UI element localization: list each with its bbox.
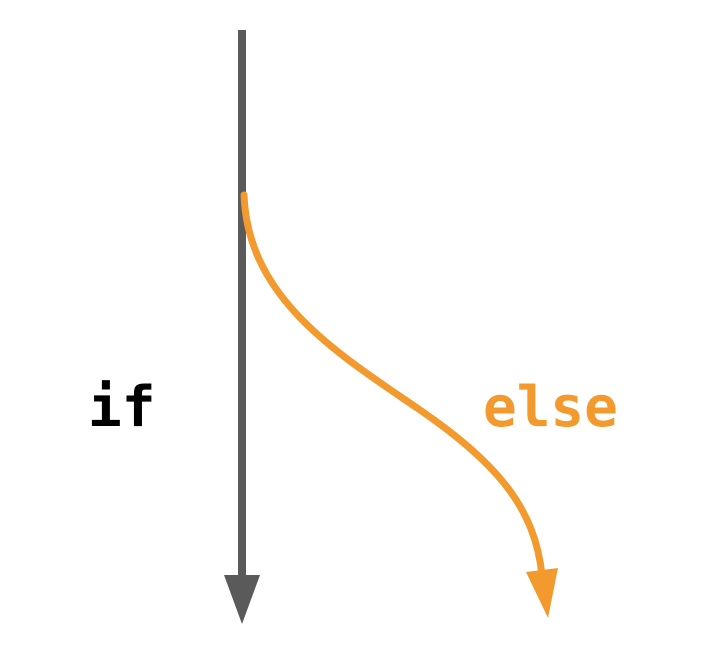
if-arrowhead xyxy=(224,575,260,624)
else-path-curve xyxy=(240,191,546,579)
else-arrowhead xyxy=(526,568,558,618)
else-label: else xyxy=(483,375,618,440)
if-label: if xyxy=(88,375,155,440)
